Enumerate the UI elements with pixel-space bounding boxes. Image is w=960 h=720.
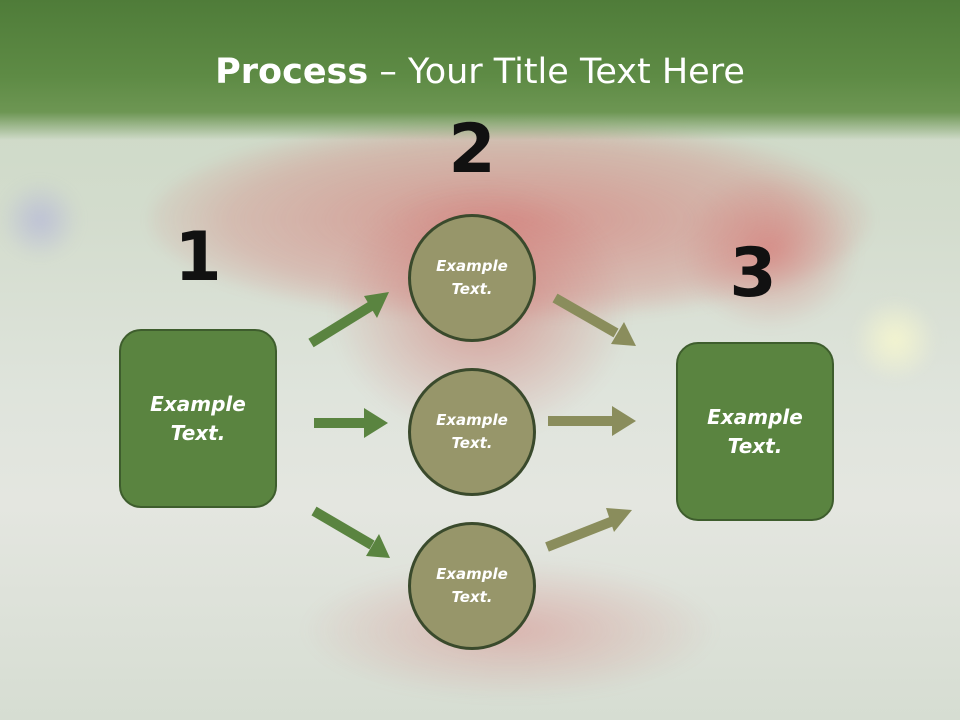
arrow-middle-to-right: [548, 406, 636, 436]
arrow-left-to-middle: [314, 408, 388, 438]
step-number-1: 1: [174, 218, 222, 297]
arrow-left-to-bottom: [311, 506, 390, 558]
slide-title-rest: – Your Title Text Here: [368, 52, 745, 92]
arrow-bottom-to-right: [545, 508, 632, 552]
circle-node-bottom-label: Example Text.: [436, 565, 508, 606]
background-petal-decoration: [680, 170, 860, 330]
circle-node-bottom[interactable]: Example Text.: [408, 522, 536, 650]
circle-node-top[interactable]: Example Text.: [408, 214, 536, 342]
circle-node-top-label: Example Text.: [436, 257, 508, 298]
left-text-box[interactable]: Example Text.: [119, 329, 277, 508]
circle-node-middle-label: Example Text.: [436, 411, 508, 452]
arrow-left-to-top: [308, 292, 389, 348]
right-text-box[interactable]: Example Text.: [676, 342, 834, 521]
background-bokeh-decoration: [850, 300, 940, 380]
background-bokeh-decoration: [0, 180, 80, 260]
left-text-box-label: Example Text.: [150, 391, 246, 445]
arrow-top-to-right: [552, 293, 636, 346]
circle-node-middle[interactable]: Example Text.: [408, 368, 536, 496]
right-text-box-label: Example Text.: [707, 404, 803, 458]
slide-title: Process – Your Title Text Here: [0, 52, 960, 92]
title-bar: [0, 0, 960, 140]
step-number-3: 3: [729, 234, 777, 313]
slide-title-bold: Process: [215, 52, 369, 92]
step-number-2: 2: [448, 110, 496, 189]
